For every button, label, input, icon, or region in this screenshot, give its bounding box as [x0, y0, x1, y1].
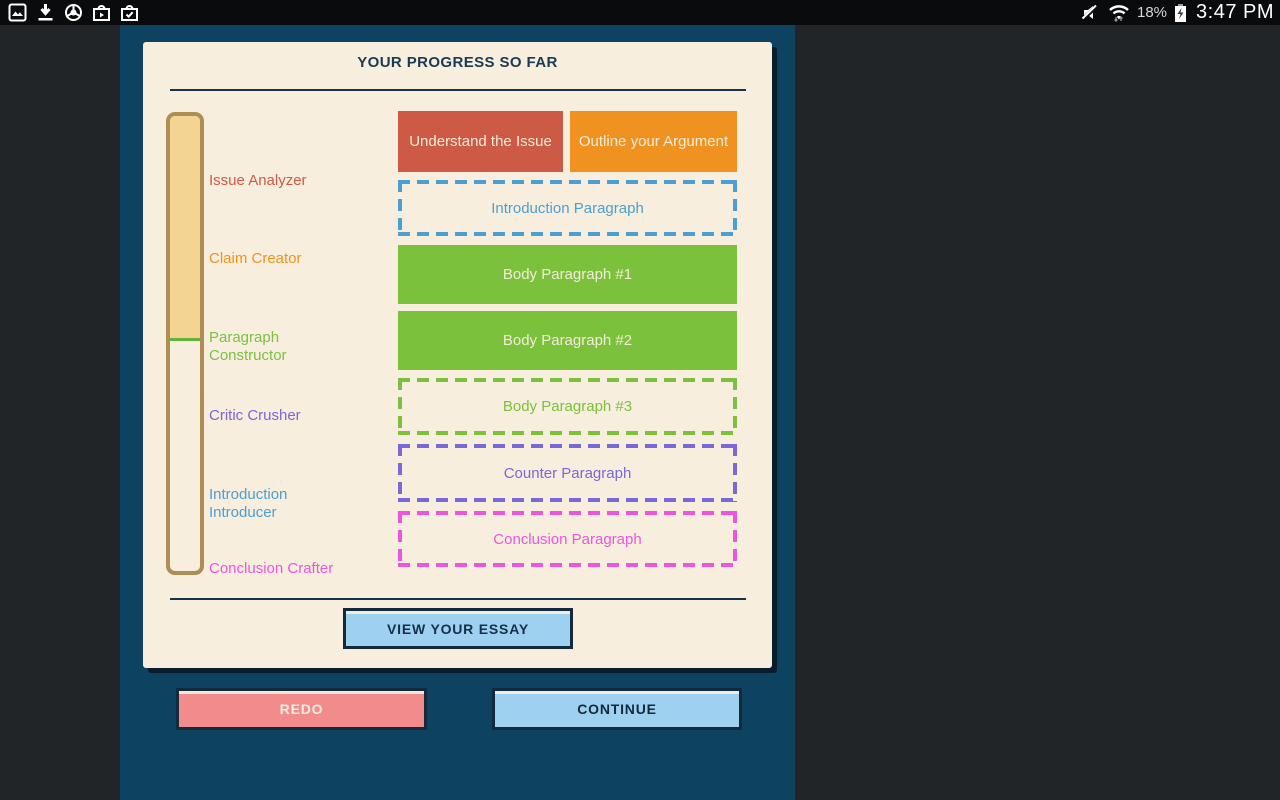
battery-percent: 18% — [1136, 4, 1168, 21]
block-introduction-paragraph[interactable]: Introduction Paragraph — [398, 180, 737, 236]
muted-speaker-icon — [1080, 3, 1101, 22]
battery-charging-icon — [1174, 3, 1187, 23]
wifi-icon — [1108, 3, 1130, 23]
status-bar[interactable]: 18% 3:47 PM — [0, 0, 1280, 25]
notification-icons — [0, 3, 139, 22]
footer-divider — [170, 598, 746, 600]
progress-meter-fill — [170, 116, 200, 338]
gallery-icon — [8, 3, 27, 22]
completed-steps-row: Understand the Issue Outline your Argume… — [398, 111, 737, 172]
progress-card: YOUR PROGRESS SO FAR Issue Analyzer Clai… — [143, 42, 772, 668]
block-body-paragraph-2[interactable]: Body Paragraph #2 — [398, 311, 737, 370]
stage-label-critic-crusher: Critic Crusher — [209, 407, 301, 424]
play-store-icon — [92, 3, 111, 22]
title-divider — [170, 89, 746, 91]
download-icon — [36, 3, 55, 22]
block-conclusion-paragraph[interactable]: Conclusion Paragraph — [398, 511, 737, 567]
view-your-essay-button[interactable]: VIEW YOUR ESSAY — [343, 608, 573, 649]
block-body-paragraph-1[interactable]: Body Paragraph #1 — [398, 245, 737, 304]
stage-label-paragraph-constructor: Paragraph Constructor — [209, 329, 287, 364]
continue-button[interactable]: CONTINUE — [492, 688, 742, 730]
block-body-paragraph-3[interactable]: Body Paragraph #3 — [398, 378, 737, 435]
block-understand-the-issue[interactable]: Understand the Issue — [398, 111, 563, 172]
block-outline-your-argument[interactable]: Outline your Argument — [570, 111, 737, 172]
stage-label-conclusion-crafter: Conclusion Crafter — [209, 560, 334, 577]
verified-bag-icon — [120, 3, 139, 22]
stage-label-introduction-introducer: Introduction Introducer — [209, 486, 288, 521]
system-status-icons: 18% 3:47 PM — [1080, 1, 1280, 24]
clock: 3:47 PM — [1196, 1, 1274, 23]
block-counter-paragraph[interactable]: Counter Paragraph — [398, 444, 737, 502]
stage-label-claim-creator: Claim Creator — [209, 250, 302, 267]
stage-label-issue-analyzer: Issue Analyzer — [209, 172, 307, 189]
redo-button[interactable]: REDO — [176, 688, 427, 730]
progress-meter — [166, 112, 204, 575]
page-title: YOUR PROGRESS SO FAR — [357, 54, 558, 71]
progress-meter-marker — [170, 338, 200, 341]
chrome-icon — [64, 3, 83, 22]
